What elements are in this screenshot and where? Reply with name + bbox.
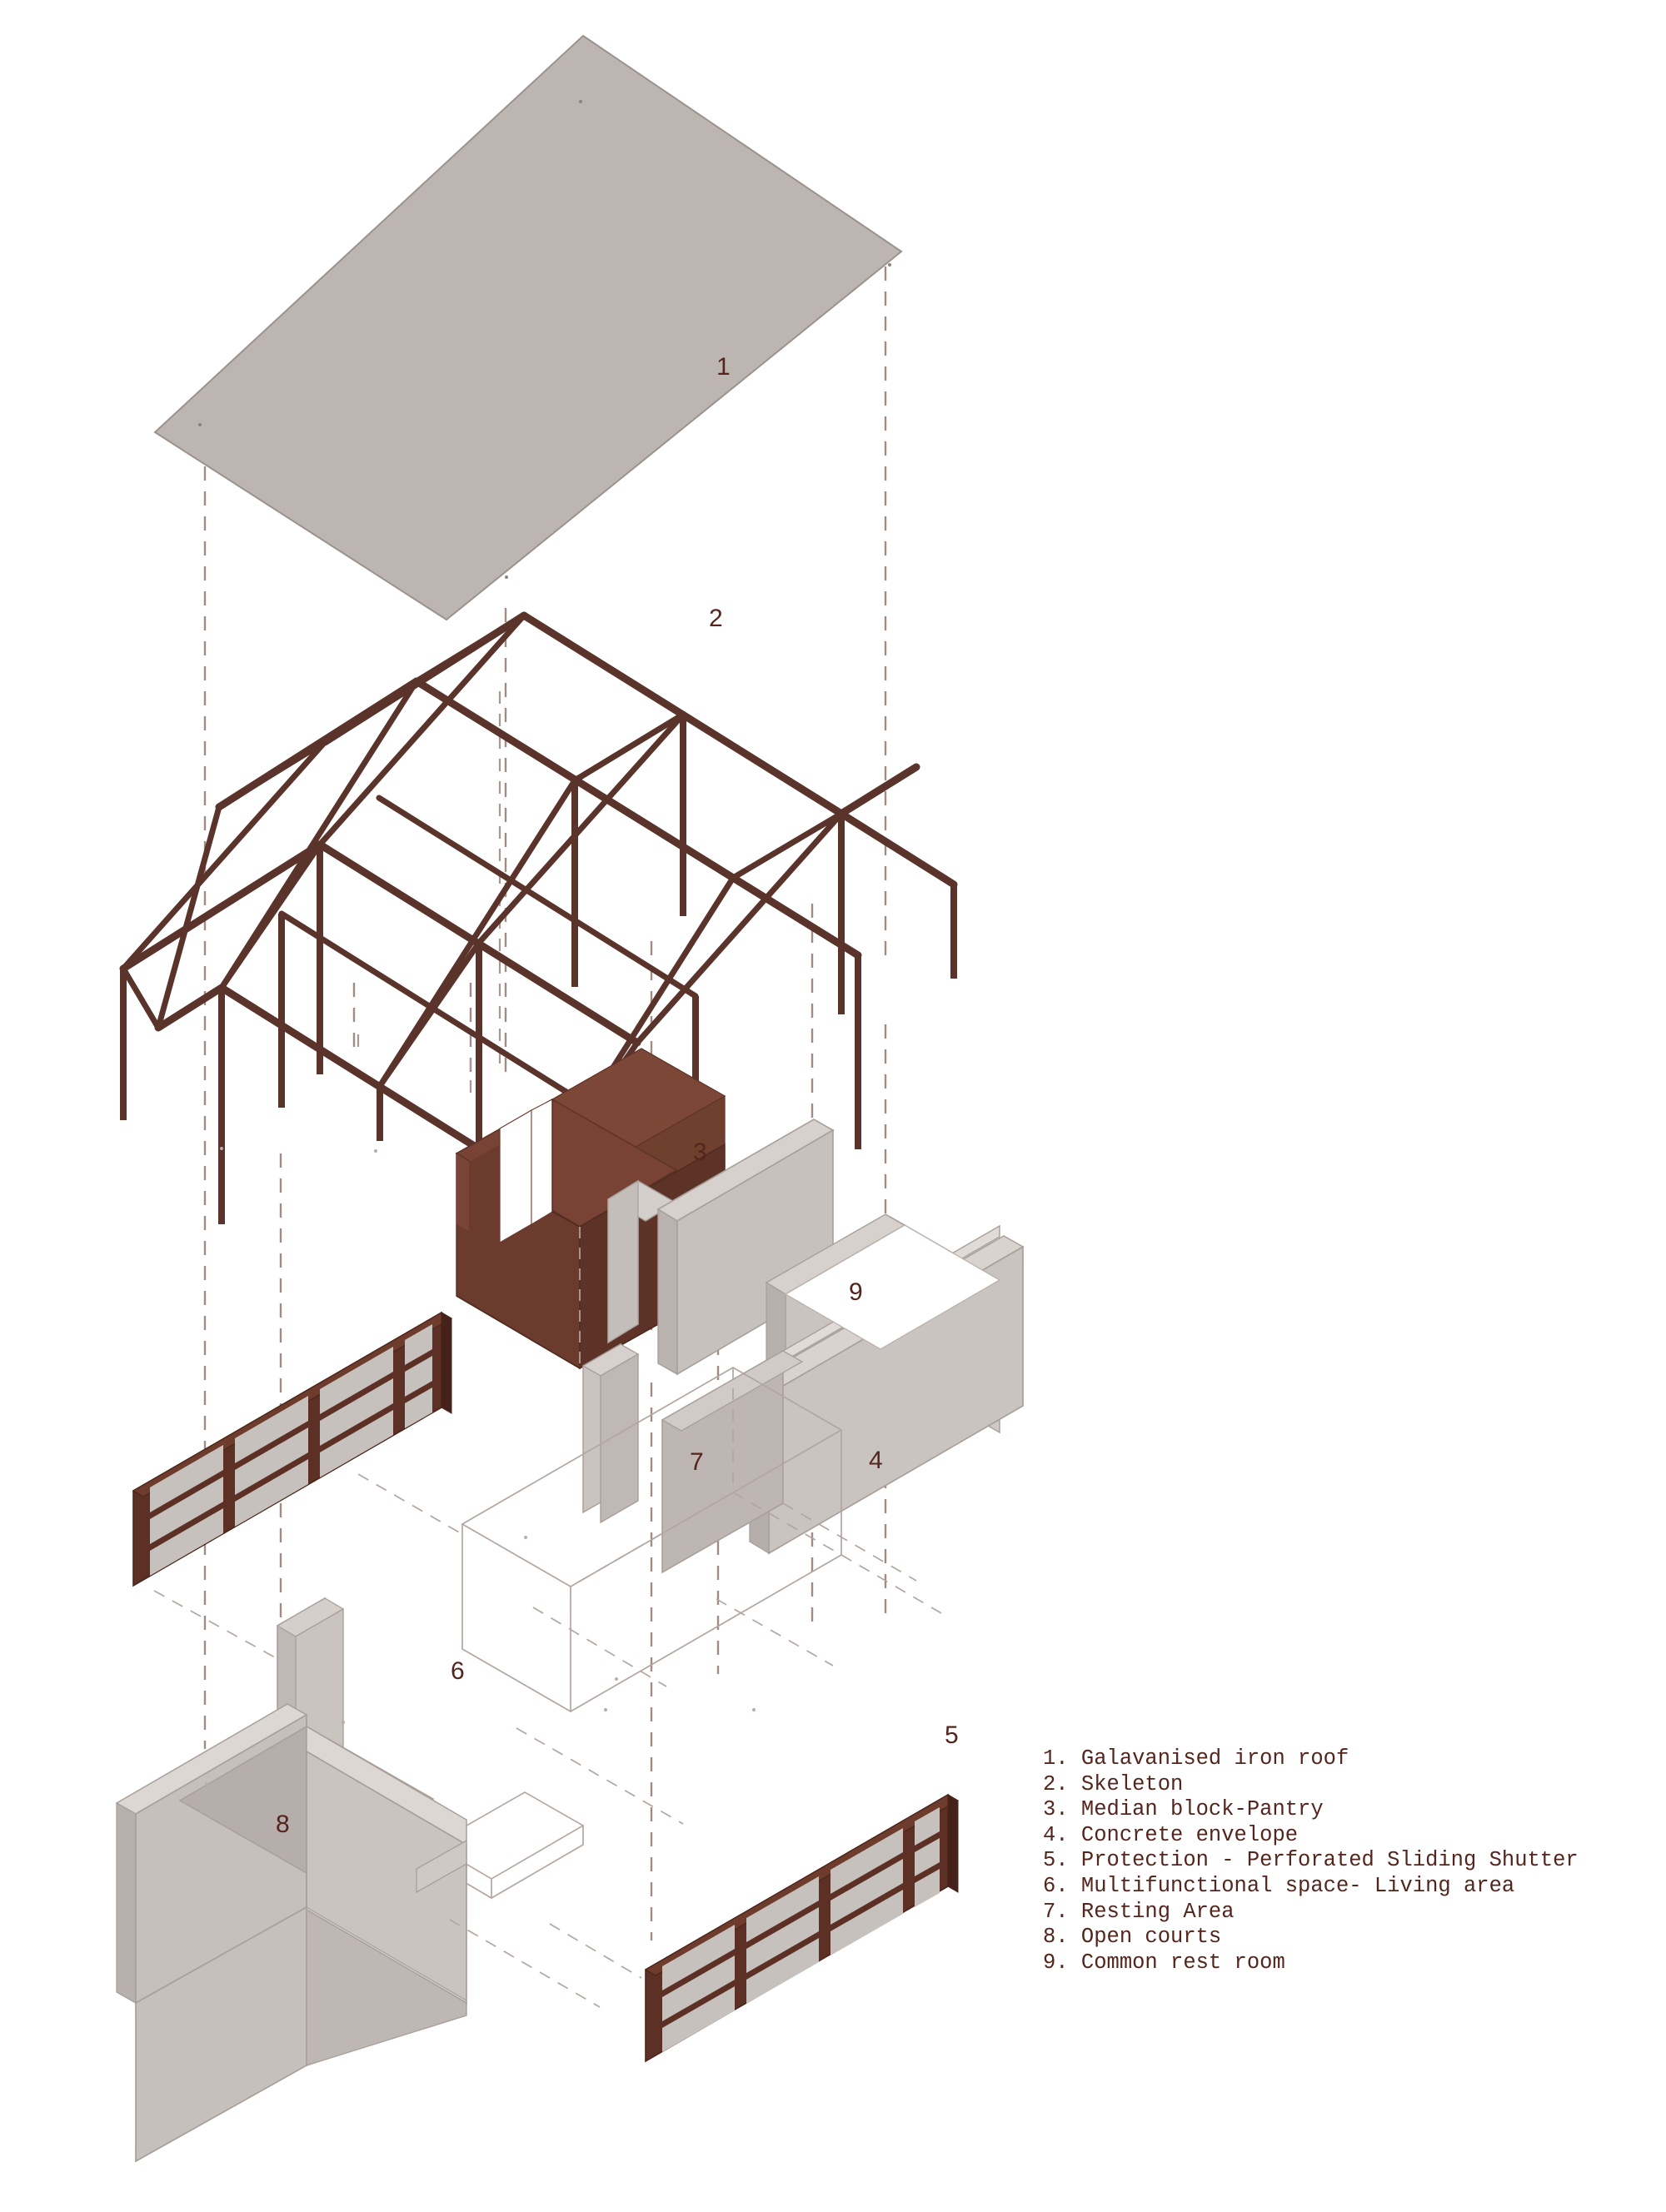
sliding-shutter-upper bbox=[132, 1311, 453, 1587]
legend-item: 8. Open courts bbox=[1043, 1925, 1651, 1950]
callout-7: 7 bbox=[690, 1448, 704, 1476]
sliding-shutter-lower bbox=[644, 1793, 960, 2063]
legend-list: 1. Galavanised iron roof 2. Skeleton 3. … bbox=[1043, 1746, 1651, 1975]
scan-speckles bbox=[205, 1147, 756, 1786]
callout-1: 1 bbox=[716, 353, 731, 381]
legend-item: 6. Multifunctional space- Living area bbox=[1043, 1874, 1651, 1900]
legend-item-text: 6. Multifunctional space- Living area bbox=[1043, 1873, 1515, 1898]
legend-item-text: 1. Galavanised iron roof bbox=[1043, 1746, 1349, 1771]
callout-4: 4 bbox=[869, 1447, 883, 1474]
callout-3: 3 bbox=[693, 1138, 707, 1166]
legend-item-text: 8. Open courts bbox=[1043, 1925, 1222, 1950]
callout-5: 5 bbox=[945, 1721, 959, 1749]
callout-6: 6 bbox=[451, 1657, 465, 1685]
callout-2: 2 bbox=[709, 605, 723, 632]
legend-item: 7. Resting Area bbox=[1043, 1900, 1651, 1926]
callout-8: 8 bbox=[276, 1811, 290, 1838]
legend-item-text: 2. Skeleton bbox=[1043, 1771, 1184, 1796]
projection-outlines bbox=[153, 1034, 942, 2008]
legend-item-text: 7. Resting Area bbox=[1043, 1899, 1235, 1924]
legend-item-text: 5. Protection - Perforated Sliding Shutt… bbox=[1043, 1848, 1579, 1873]
roof-plate bbox=[153, 34, 903, 621]
legend-item: 9. Common rest room bbox=[1043, 1950, 1651, 1976]
legend-item: 1. Galavanised iron roof bbox=[1043, 1746, 1651, 1772]
legend-item: 2. Skeleton bbox=[1043, 1772, 1651, 1798]
skeleton-frame bbox=[119, 611, 958, 1283]
legend-item-text: 3. Median block-Pantry bbox=[1043, 1797, 1324, 1822]
legend-item-text: 4. Concrete envelope bbox=[1043, 1822, 1299, 1847]
concrete-envelope bbox=[581, 1118, 1025, 1574]
callout-9: 9 bbox=[849, 1278, 863, 1306]
open-courts bbox=[115, 1597, 467, 2163]
legend-item: 3. Median block-Pantry bbox=[1043, 1797, 1651, 1823]
legend-item-text: 9. Common rest room bbox=[1043, 1950, 1285, 1975]
legend-item: 5. Protection - Perforated Sliding Shutt… bbox=[1043, 1848, 1651, 1874]
legend-item: 4. Concrete envelope bbox=[1043, 1823, 1651, 1849]
